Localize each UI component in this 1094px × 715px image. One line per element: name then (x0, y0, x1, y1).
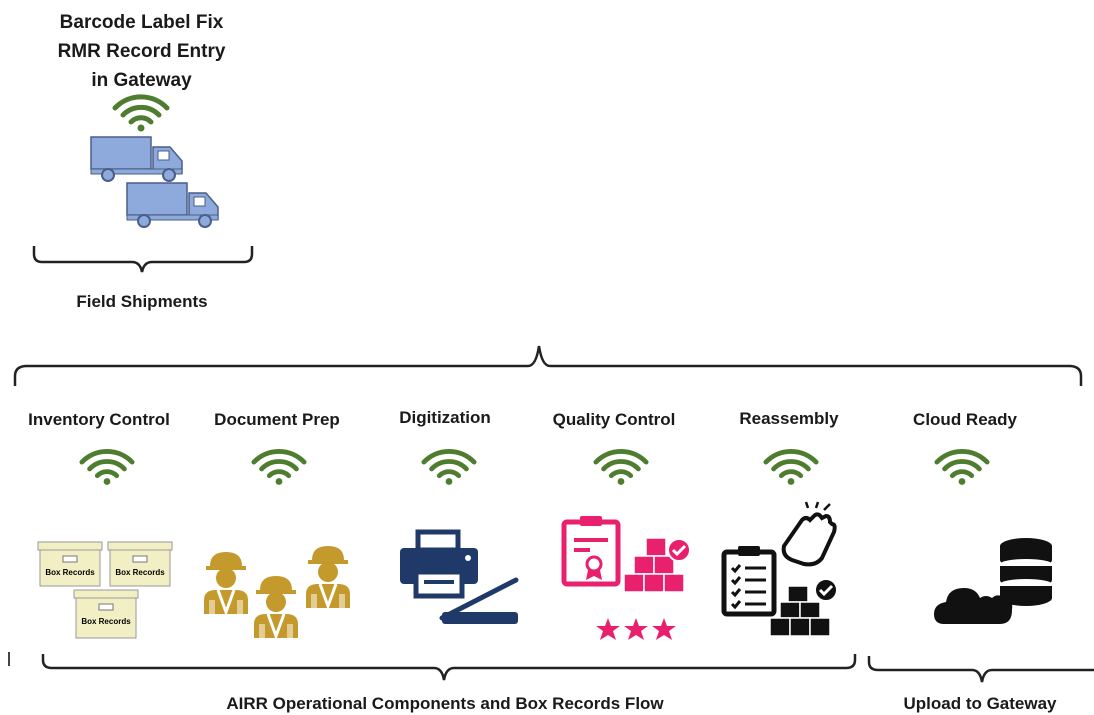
stage-label-quality-control: Quality Control (552, 410, 676, 429)
upload-bracket (867, 656, 1094, 683)
box-record-2: Box Records (107, 541, 173, 587)
title-line-1: Barcode Label Fix (59, 12, 224, 33)
workers-icon (202, 544, 352, 640)
checklist-hand-boxes-icon (721, 501, 838, 637)
wifi-icon (79, 448, 135, 485)
stage-label-inventory-control: Inventory Control (28, 410, 170, 429)
truck-icon (126, 182, 219, 228)
box-record-1: Box Records (37, 541, 103, 587)
box-record-3: Box Records (73, 589, 139, 639)
flow-label: AIRR Operational Components and Box Reco… (226, 694, 664, 713)
box-records-text: Box Records (45, 568, 95, 577)
wifi-icon (934, 448, 990, 485)
wifi-icon (593, 448, 649, 485)
stage-label-digitization: Digitization (399, 408, 491, 427)
certificate-boxes-stars-icon (561, 516, 691, 640)
field-shipments-bracket (32, 246, 254, 273)
upload-label: Upload to Gateway (903, 694, 1057, 713)
printer-scanner-icon (400, 529, 519, 624)
truck-icon (90, 136, 183, 182)
cloud-database-icon (934, 538, 1052, 624)
box-records-text: Box Records (81, 617, 131, 626)
wifi-icon (763, 448, 819, 485)
diagram-title: Barcode Label Fix RMR Record Entry in Ga… (0, 8, 283, 95)
wifi-icon (251, 448, 307, 485)
title-line-3: in Gateway (91, 70, 192, 91)
box-records-text: Box Records (115, 568, 165, 577)
stage-label-cloud-ready: Cloud Ready (913, 410, 1017, 429)
title-line-2: RMR Record Entry (57, 41, 226, 62)
divider (8, 652, 10, 666)
wifi-icon (421, 448, 477, 485)
wifi-icon (112, 94, 170, 132)
field-shipments-label: Field Shipments (76, 292, 208, 311)
flow-bracket (41, 654, 857, 681)
process-bracket (13, 345, 1083, 386)
stage-label-reassembly: Reassembly (739, 409, 839, 428)
box-records-icon: Box Records Box Records Box Records (37, 541, 173, 639)
stage-label-document-prep: Document Prep (214, 410, 340, 429)
